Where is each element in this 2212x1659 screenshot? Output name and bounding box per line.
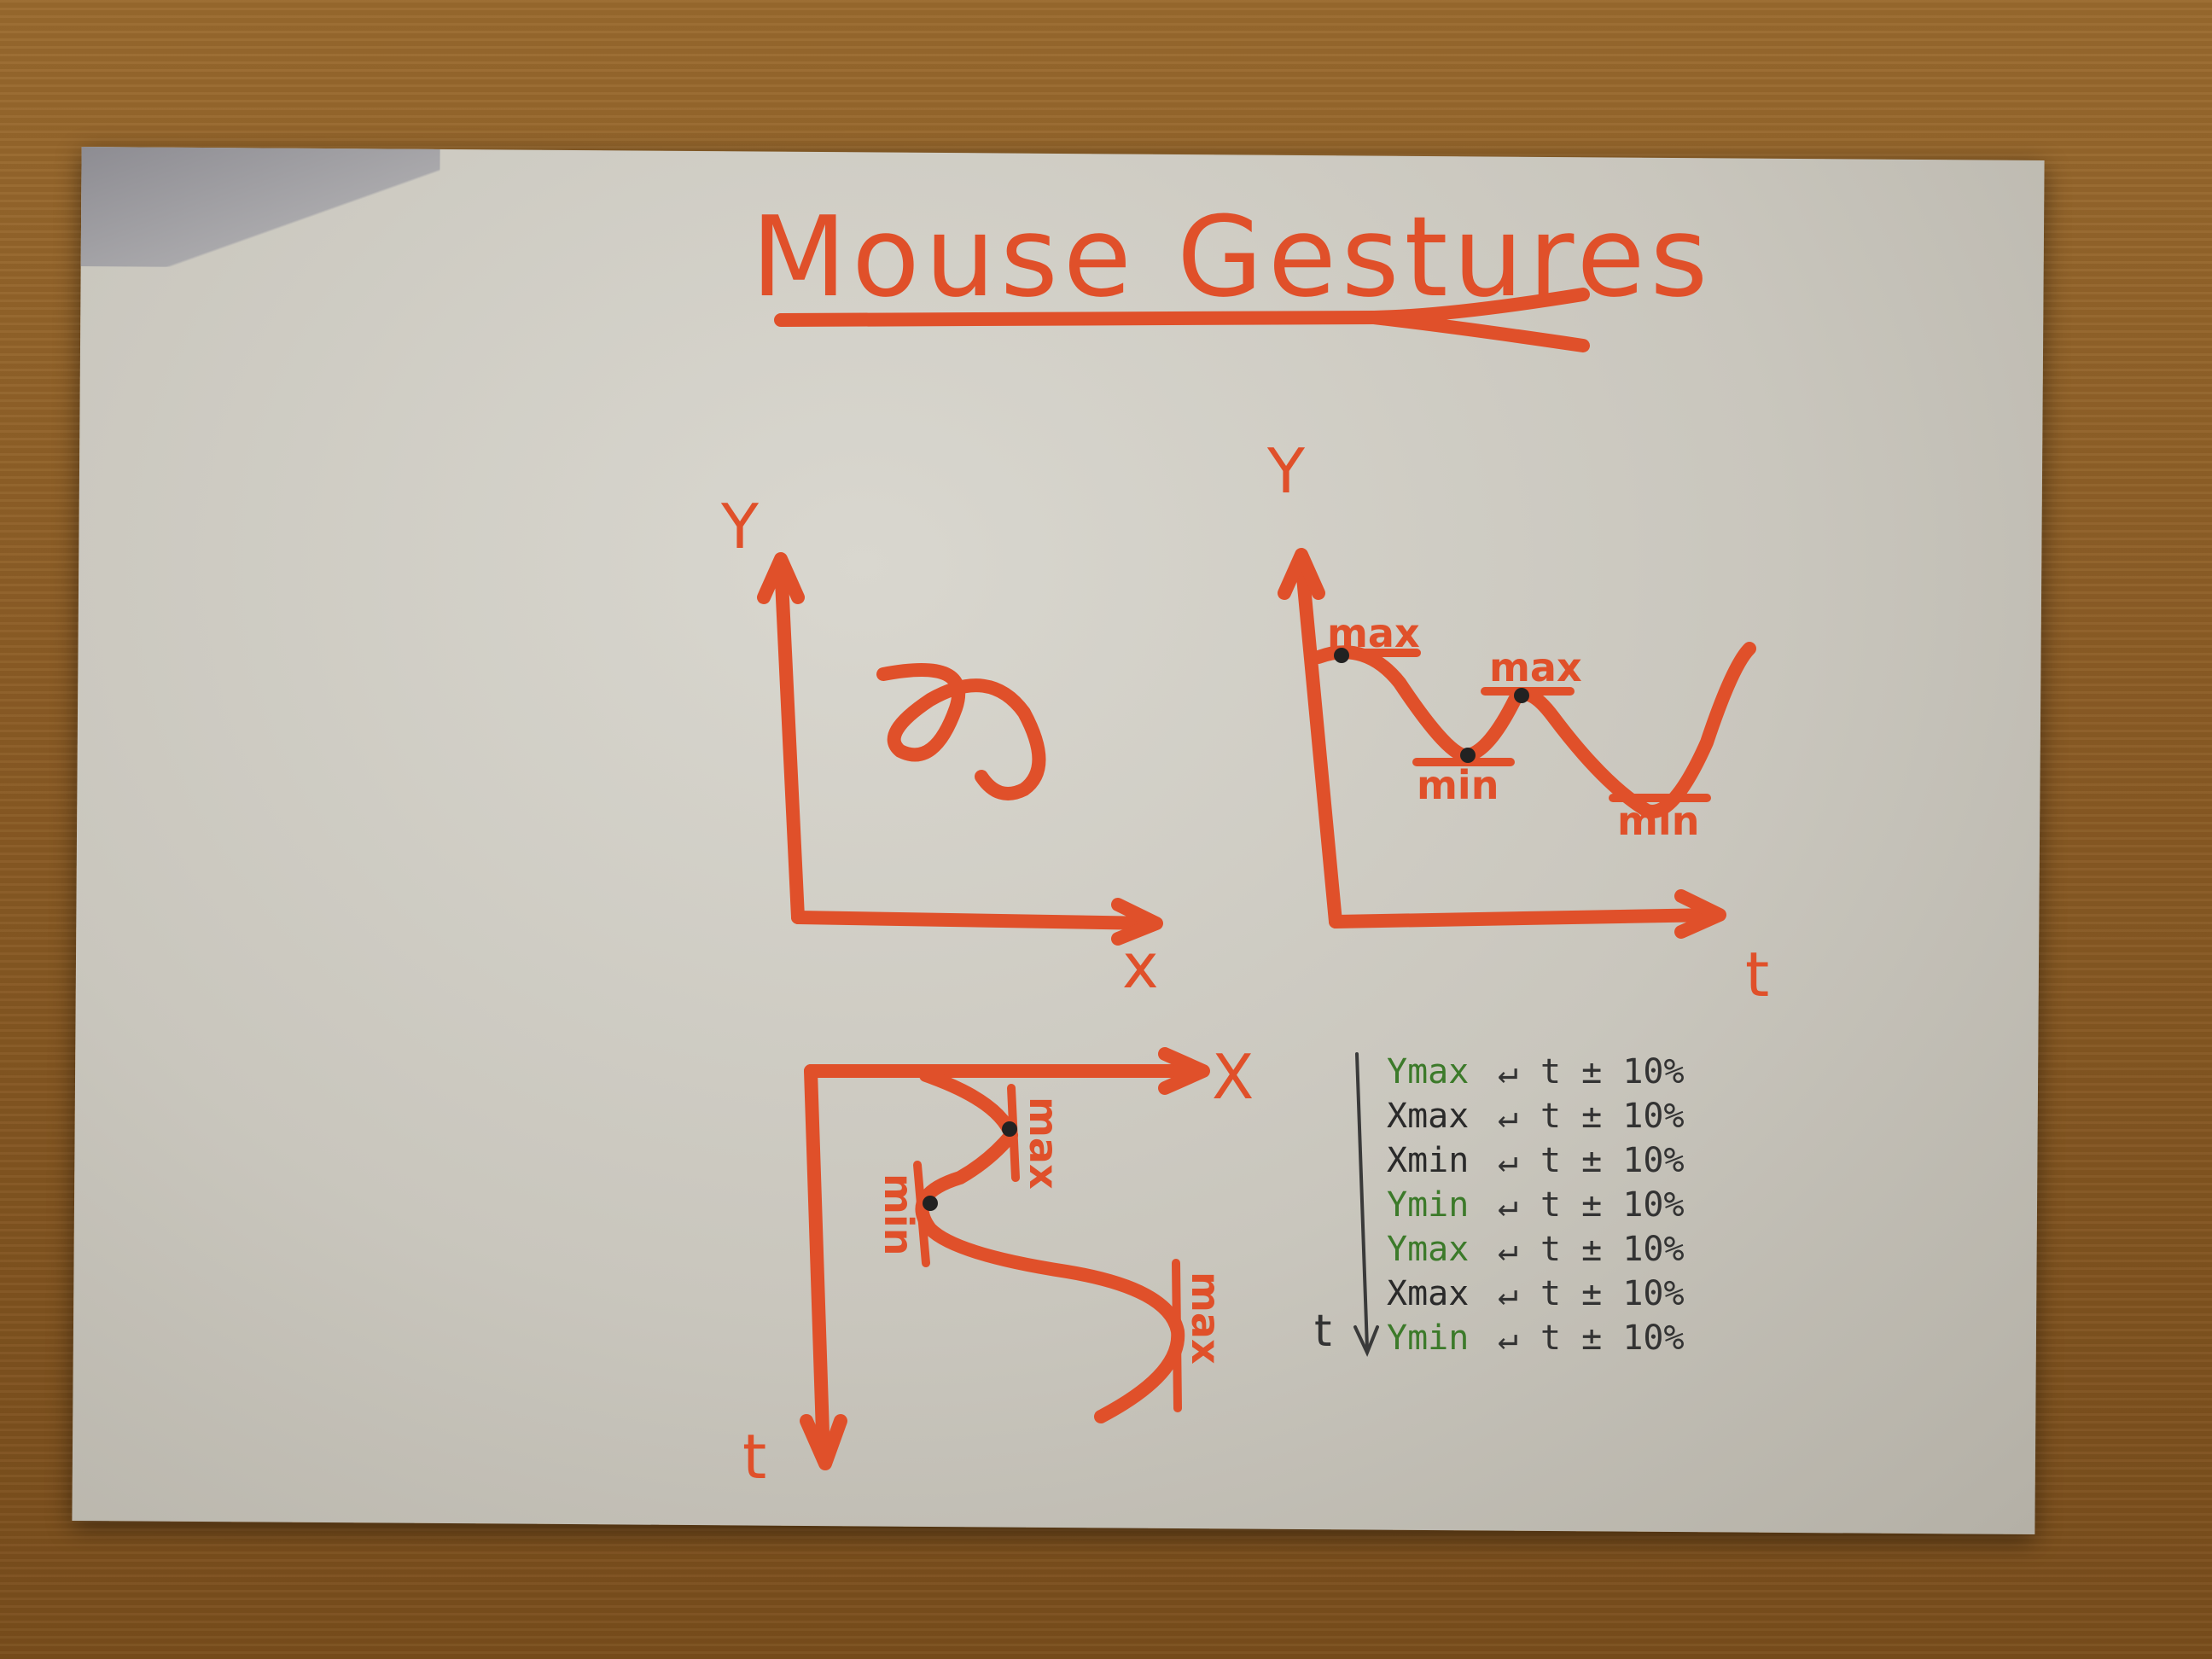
note-tolerance: t ± 10% <box>1540 1097 1685 1136</box>
curved-arrow-icon: ↵ <box>1498 1141 1519 1180</box>
xt-t-arrowhead <box>800 1414 847 1470</box>
yt-y-arrowhead <box>1278 548 1325 600</box>
note-symbol: Ymax <box>1387 1052 1470 1091</box>
note-row: Ymax ↵ t ± 10% <box>1387 1227 1685 1272</box>
xt-t-axis <box>804 1064 830 1466</box>
yt-point-max1 <box>1334 648 1349 663</box>
xy-x-axis <box>791 911 1159 930</box>
xy-y-label: Y <box>721 491 759 562</box>
note-symbol: Ymin <box>1387 1185 1470 1225</box>
curved-arrow-icon: ↵ <box>1498 1230 1519 1269</box>
note-symbol: Xmin <box>1387 1141 1470 1180</box>
xt-x-label: X <box>1212 1041 1254 1113</box>
yt-mark-max1: max <box>1327 610 1420 656</box>
yt-t-axis <box>1329 908 1722 928</box>
xt-mark-max2: max <box>1183 1272 1229 1365</box>
note-row: Ymax ↵ t ± 10% <box>1387 1050 1685 1094</box>
xt-mark-max1: max <box>1021 1097 1067 1190</box>
gesture-sequence-notes: Ymax ↵ t ± 10% Xmax ↵ t ± 10% Xmin ↵ t ± 10% Y… <box>1387 1050 1685 1360</box>
yt-point-min1 <box>1460 748 1476 763</box>
note-tolerance: t ± 10% <box>1540 1274 1685 1313</box>
yt-t-arrowhead <box>1674 889 1726 939</box>
xy-x-arrowhead <box>1111 898 1163 946</box>
curved-arrow-icon: ↵ <box>1498 1052 1519 1091</box>
note-tolerance: t ± 10% <box>1540 1052 1685 1091</box>
curved-arrow-icon: ↵ <box>1498 1185 1519 1225</box>
yt-curve <box>1312 642 1756 818</box>
note-tolerance: t ± 10% <box>1540 1318 1685 1358</box>
xy-y-axis <box>774 556 805 924</box>
note-tolerance: t ± 10% <box>1540 1141 1685 1180</box>
note-row: Ymin ↵ t ± 10% <box>1387 1183 1685 1227</box>
yt-mark-min1: min <box>1417 762 1499 808</box>
note-tolerance: t ± 10% <box>1540 1230 1685 1269</box>
note-row: Ymin ↵ t ± 10% <box>1387 1316 1685 1360</box>
notes-time-arrowhead <box>1353 1325 1379 1358</box>
yt-y-axis <box>1295 552 1342 928</box>
yt-mark-min2: min <box>1617 798 1700 844</box>
xt-x-arrowhead <box>1158 1047 1210 1095</box>
xt-t-label: t <box>742 1421 767 1493</box>
yt-point-max2 <box>1514 688 1529 703</box>
xy-y-arrowhead <box>757 552 805 604</box>
yt-y-label: Y <box>1267 435 1305 507</box>
xt-point-max1 <box>1002 1121 1017 1137</box>
xy-gesture-curve <box>876 663 1046 800</box>
yt-t-label: t <box>1745 939 1770 1010</box>
yt-mark-max2: max <box>1489 644 1582 690</box>
xt-min-tick <box>913 1161 930 1267</box>
curved-arrow-icon: ↵ <box>1498 1318 1519 1358</box>
note-symbol: Xmax <box>1387 1097 1470 1136</box>
xt-mark-min: min <box>876 1173 922 1256</box>
curved-arrow-icon: ↵ <box>1498 1274 1519 1313</box>
note-symbol: Ymax <box>1387 1230 1470 1269</box>
curved-arrow-icon: ↵ <box>1498 1097 1519 1136</box>
note-tolerance: t ± 10% <box>1540 1185 1685 1225</box>
page-title: Mouse Gestures <box>751 192 1714 322</box>
note-row: Xmax ↵ t ± 10% <box>1387 1094 1685 1138</box>
xy-x-label: x <box>1122 930 1159 1002</box>
note-symbol: Xmax <box>1387 1274 1470 1313</box>
note-symbol: Ymin <box>1387 1318 1470 1358</box>
xt-max2-tick <box>1172 1259 1182 1412</box>
notes-time-axis <box>1355 1052 1369 1350</box>
note-row: Xmin ↵ t ± 10% <box>1387 1138 1685 1183</box>
xt-point-min <box>923 1196 938 1211</box>
note-row: Xmax ↵ t ± 10% <box>1387 1272 1685 1316</box>
notes-time-label: t <box>1314 1306 1332 1357</box>
title-underline-tail <box>1367 311 1590 352</box>
